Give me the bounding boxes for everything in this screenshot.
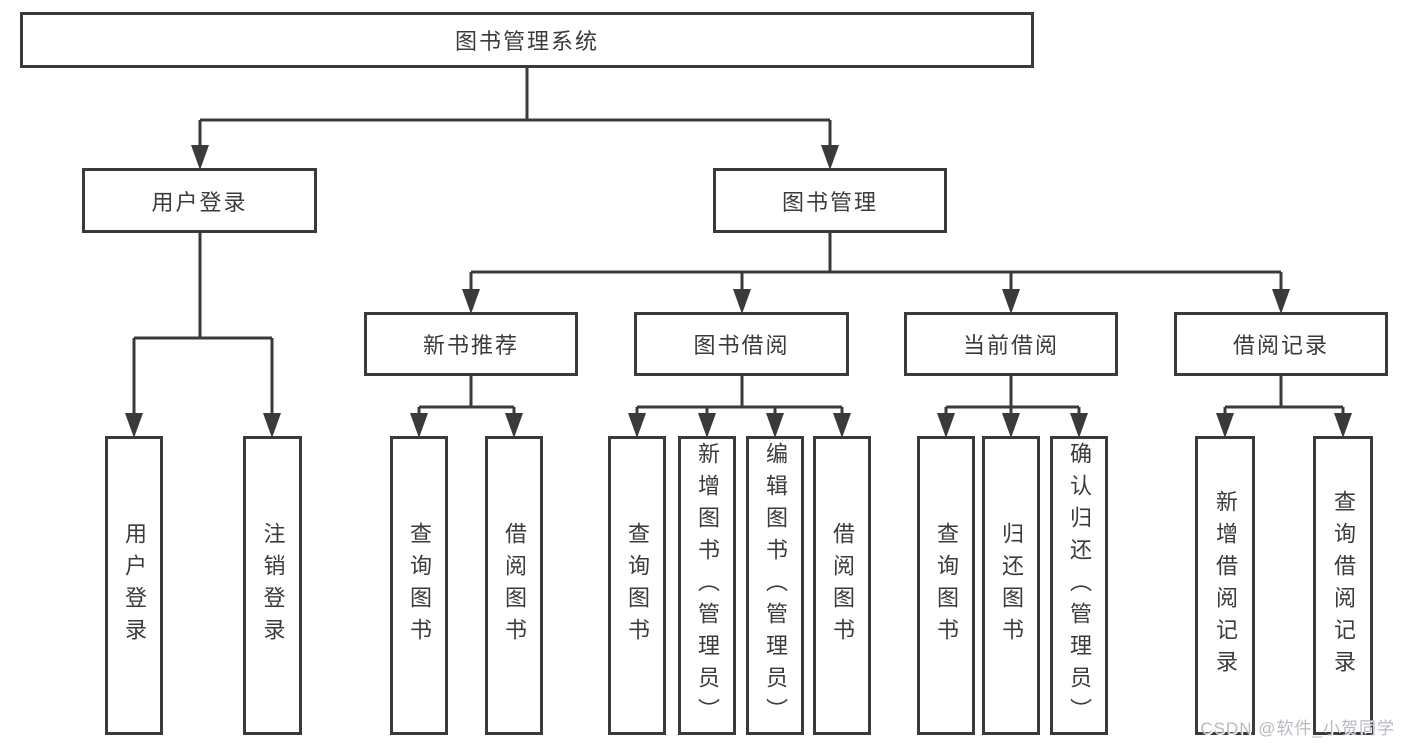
leaf-add-borrow-record: 新增借阅记录: [1195, 436, 1255, 735]
leaf-confirm-return-admin: 确认归还（管理员）: [1050, 436, 1108, 735]
leaf-borrow-books-1: 借阅图书: [485, 436, 543, 735]
leaf-user-login-label: 用户登录: [122, 521, 147, 650]
leaf-edit-books-admin-label: 编辑图书（管理员）: [763, 441, 788, 730]
arrowheads: [125, 145, 1352, 438]
leaf-logout-label: 注销登录: [260, 521, 286, 650]
csdn-watermark: CSDN @软件_小贺同学: [1200, 719, 1395, 738]
node-user-login-label: 用户登录: [151, 189, 248, 215]
node-book-management-label: 图书管理: [781, 189, 878, 215]
leaf-add-books-admin-label: 新增图书（管理员）: [695, 441, 720, 730]
node-book-borrowing-label: 图书借阅: [693, 333, 790, 358]
node-current-borrowing-label: 当前借阅: [962, 333, 1059, 358]
node-borrowing-records: 借阅记录: [1174, 312, 1388, 376]
leaf-query-books-2: 查询图书: [608, 436, 666, 735]
leaf-query-books-2-label: 查询图书: [625, 521, 650, 650]
leaf-borrow-books-1-label: 借阅图书: [502, 521, 527, 650]
node-root-label: 图书管理系统: [454, 29, 599, 54]
leaf-return-books: 归还图书: [982, 436, 1040, 735]
leaf-user-login: 用户登录: [105, 436, 163, 735]
leaf-add-borrow-record-label: 新增借阅记录: [1213, 489, 1238, 682]
leaf-query-books-1-label: 查询图书: [407, 521, 432, 650]
leaf-query-borrow-record: 查询借阅记录: [1313, 436, 1373, 735]
leaf-query-books-3-label: 查询图书: [934, 521, 959, 650]
node-current-borrowing: 当前借阅: [904, 312, 1118, 376]
leaf-confirm-return-admin-label: 确认归还（管理员）: [1067, 441, 1092, 730]
leaf-borrow-books-2-label: 借阅图书: [830, 521, 855, 650]
node-borrowing-records-label: 借阅记录: [1232, 333, 1329, 358]
node-book-management: 图书管理: [713, 168, 947, 233]
leaf-edit-books-admin: 编辑图书（管理员）: [746, 436, 804, 735]
leaf-query-borrow-record-label: 查询借阅记录: [1331, 489, 1356, 682]
leaf-query-books-3: 查询图书: [917, 436, 975, 735]
node-root: 图书管理系统: [20, 12, 1034, 68]
node-new-book-recommend-label: 新书推荐: [422, 333, 519, 358]
leaf-query-books-1: 查询图书: [390, 436, 448, 735]
node-book-borrowing: 图书借阅: [634, 312, 849, 376]
leaf-add-books-admin: 新增图书（管理员）: [678, 436, 736, 735]
node-user-login: 用户登录: [82, 168, 317, 233]
leaf-borrow-books-2: 借阅图书: [813, 436, 871, 735]
node-new-book-recommend: 新书推荐: [364, 312, 578, 376]
leaf-logout: 注销登录: [243, 436, 302, 735]
connector-path: [132, 68, 1345, 415]
leaf-return-books-label: 归还图书: [999, 521, 1024, 650]
